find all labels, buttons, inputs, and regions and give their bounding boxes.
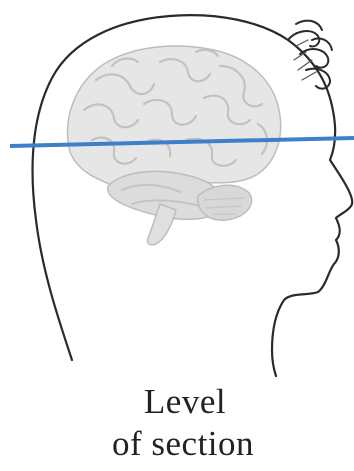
- caption-of-section: of section: [6, 424, 354, 464]
- hair-tuft: [288, 21, 332, 89]
- caption-level: Level: [8, 382, 354, 422]
- cerebellum: [198, 185, 252, 220]
